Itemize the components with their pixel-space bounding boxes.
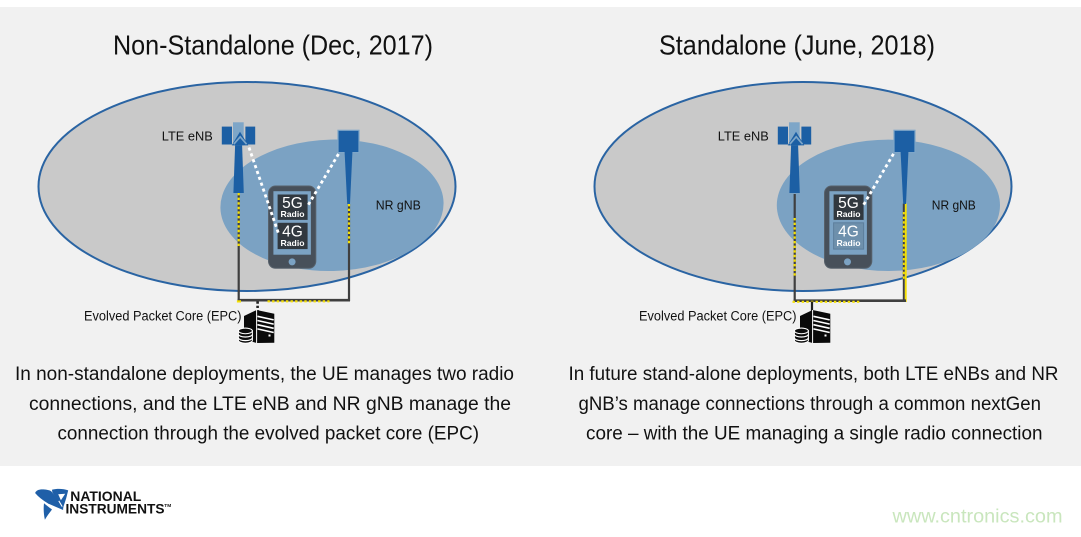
svg-text:Radio: Radio [281, 209, 305, 219]
svg-text:NR gNB: NR gNB [376, 197, 421, 212]
svg-text:Non-Standalone (Dec, 2017): Non-Standalone (Dec, 2017) [113, 29, 433, 60]
svg-text:Radio: Radio [281, 238, 305, 248]
svg-text:In future stand-alone deployme: In future stand-alone deployments, both … [569, 364, 1059, 385]
svg-text:Radio: Radio [837, 238, 861, 248]
svg-text:Evolved Packet Core (EPC): Evolved Packet Core (EPC) [639, 308, 797, 324]
svg-text:LTE eNB: LTE eNB [718, 129, 769, 144]
svg-text:www.cntronics.com: www.cntronics.com [891, 506, 1062, 528]
svg-text:Radio: Radio [837, 209, 861, 219]
svg-text:In non-standalone deployments,: In non-standalone deployments, the UE ma… [15, 364, 514, 385]
svg-text:TM: TM [164, 503, 171, 509]
svg-text:connections, and the LTE eNB a: connections, and the LTE eNB and NR gNB … [29, 394, 511, 415]
svg-text:NATIONAL: NATIONAL [70, 488, 141, 504]
svg-text:gNB’s manage connections throu: gNB’s manage connections through a commo… [579, 394, 1042, 415]
svg-text:Evolved Packet Core (EPC): Evolved Packet Core (EPC) [84, 308, 242, 324]
svg-text:5G: 5G [838, 195, 859, 212]
svg-text:4G: 4G [282, 223, 303, 240]
svg-text:LTE eNB: LTE eNB [162, 129, 213, 144]
svg-text:4G: 4G [838, 223, 859, 240]
svg-text:connection through the evolved: connection through the evolved packet co… [58, 423, 480, 444]
svg-text:core – with the UE managing a: core – with the UE managing a single rad… [586, 423, 1043, 444]
svg-text:INSTRUMENTS: INSTRUMENTS [66, 501, 165, 517]
svg-text:5G: 5G [282, 195, 303, 212]
svg-text:NR gNB: NR gNB [932, 197, 976, 212]
svg-text:Standalone (June, 2018): Standalone (June, 2018) [659, 29, 935, 60]
